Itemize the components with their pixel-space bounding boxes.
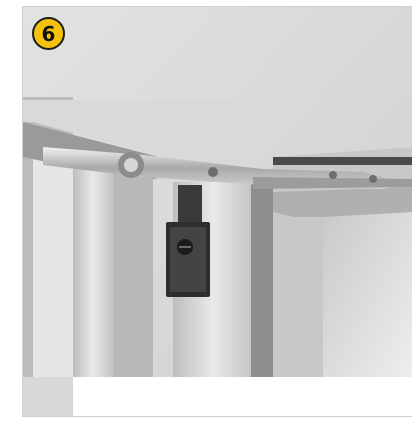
photo-frame xyxy=(22,6,412,417)
step-number-badge: 6 xyxy=(32,17,65,50)
window-hinge-photo xyxy=(23,7,412,416)
